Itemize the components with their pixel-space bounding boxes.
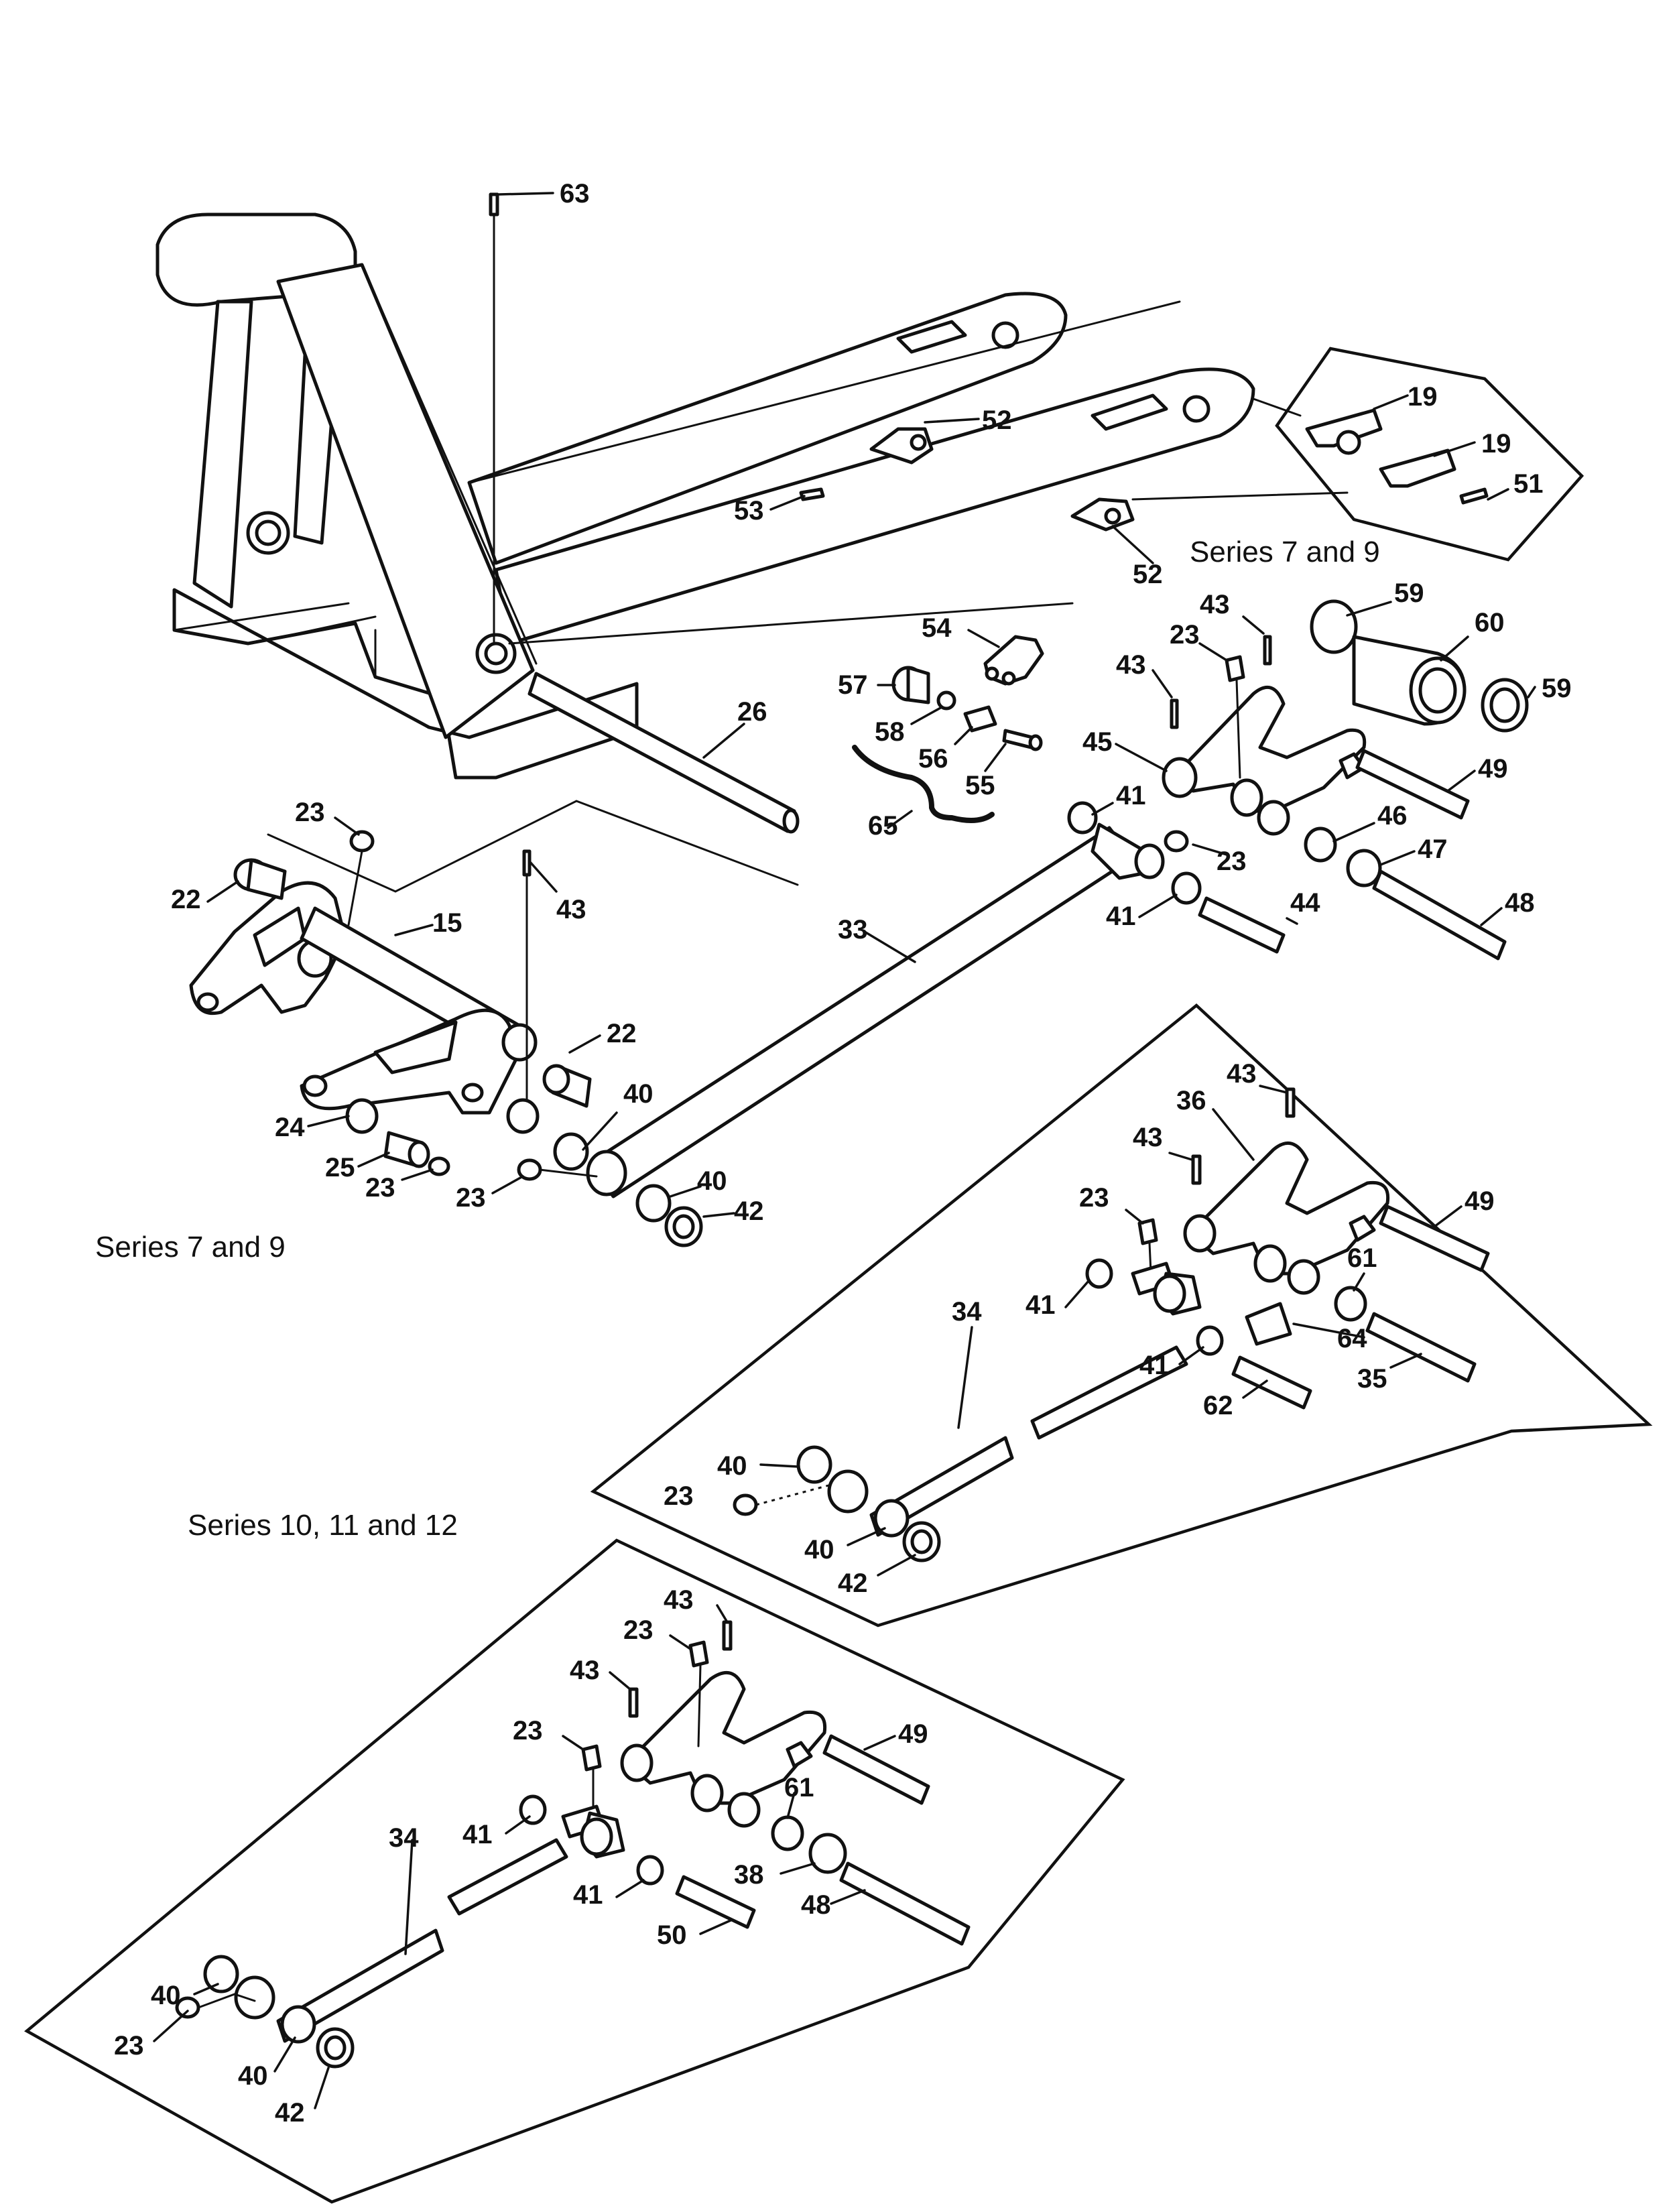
callout-46: 46 — [1377, 801, 1408, 831]
callout-48: 48 — [801, 1890, 831, 1920]
callout-41: 41 — [462, 1820, 493, 1849]
callout-40: 40 — [238, 2061, 268, 2091]
callout-40: 40 — [151, 1981, 181, 2010]
callout-59: 59 — [1394, 578, 1424, 608]
caption-series-7-9-top: Series 7 and 9 — [1190, 536, 1380, 568]
callout-41: 41 — [573, 1880, 603, 1910]
callout-60: 60 — [1475, 608, 1505, 637]
callout-15: 15 — [432, 908, 462, 938]
callout-26: 26 — [737, 697, 767, 727]
pump-link-upper — [1067, 599, 1529, 961]
callout-41: 41 — [1025, 1290, 1056, 1320]
callout-40: 40 — [804, 1535, 834, 1564]
callout-65: 65 — [868, 811, 898, 841]
callout-62: 62 — [1203, 1391, 1233, 1420]
callout-40: 40 — [697, 1166, 727, 1196]
callout-43: 43 — [664, 1585, 694, 1615]
callout-57: 57 — [838, 670, 868, 700]
callout-23: 23 — [1079, 1183, 1109, 1213]
callout-53: 53 — [734, 496, 764, 526]
callout-19: 19 — [1408, 382, 1438, 412]
callout-50: 50 — [657, 1920, 687, 1950]
callout-51: 51 — [1513, 469, 1544, 499]
callout-61: 61 — [784, 1773, 814, 1802]
callout-24: 24 — [275, 1113, 305, 1142]
callout-49: 49 — [1465, 1186, 1495, 1216]
callout-41: 41 — [1116, 781, 1146, 810]
pedal-assembly — [189, 800, 799, 1181]
callout-43: 43 — [1133, 1123, 1163, 1152]
caption-series-7-9-left: Series 7 and 9 — [95, 1231, 286, 1264]
callout-42: 42 — [734, 1196, 764, 1226]
callout-55: 55 — [965, 771, 995, 800]
callout-47: 47 — [1418, 835, 1448, 864]
callout-43: 43 — [1116, 650, 1146, 680]
callout-44: 44 — [1290, 888, 1320, 918]
callout-22: 22 — [171, 885, 201, 914]
callout-59: 59 — [1542, 674, 1572, 703]
callout-23: 23 — [295, 798, 325, 827]
link-assembly-54-58 — [852, 635, 1044, 823]
callout-49: 49 — [898, 1719, 928, 1749]
callout-43: 43 — [570, 1656, 600, 1685]
callout-52: 52 — [982, 406, 1012, 435]
callout-48: 48 — [1505, 888, 1535, 918]
callout-64: 64 — [1337, 1324, 1367, 1353]
pallet-truck-frame — [156, 192, 1349, 834]
callout-63: 63 — [560, 179, 590, 208]
callout-41: 41 — [1106, 902, 1136, 931]
inset-series-10-11-12-bottom — [24, 1538, 1125, 2204]
callout-23: 23 — [1170, 620, 1200, 650]
callout-49: 49 — [1478, 754, 1508, 784]
callout-54: 54 — [922, 613, 952, 643]
callout-23: 23 — [1217, 847, 1247, 876]
callout-58: 58 — [875, 717, 905, 747]
callout-42: 42 — [838, 1569, 868, 1598]
callout-34: 34 — [389, 1823, 419, 1853]
callout-43: 43 — [1227, 1059, 1257, 1089]
callout-40: 40 — [623, 1079, 654, 1109]
callout-43: 43 — [556, 895, 586, 924]
callout-23: 23 — [456, 1183, 486, 1213]
leader-lines — [153, 192, 1536, 2109]
callout-33: 33 — [838, 915, 868, 944]
callout-23: 23 — [623, 1615, 654, 1645]
callout-38: 38 — [734, 1860, 764, 1890]
callout-22: 22 — [607, 1019, 637, 1048]
callout-36: 36 — [1176, 1086, 1206, 1115]
callout-40: 40 — [717, 1451, 747, 1481]
callout-34: 34 — [952, 1297, 982, 1327]
callout-23: 23 — [513, 1716, 543, 1745]
callout-43: 43 — [1200, 590, 1230, 619]
torsion-bar-33 — [553, 822, 1165, 1247]
callout-23: 23 — [664, 1481, 694, 1511]
callout-45: 45 — [1082, 727, 1113, 757]
inset-series-10-11-12-middle — [590, 1003, 1653, 1627]
callout-61: 61 — [1347, 1243, 1377, 1273]
callout-52: 52 — [1133, 560, 1163, 589]
callout-35: 35 — [1357, 1364, 1387, 1394]
callout-41: 41 — [1139, 1351, 1170, 1380]
caption-series-10-11-12: Series 10, 11 and 12 — [188, 1509, 458, 1542]
callout-56: 56 — [918, 744, 948, 774]
callout-23: 23 — [365, 1173, 395, 1203]
captions: Series 7 and 9 Series 7 and 9 Series 10,… — [95, 536, 1380, 1542]
callout-42: 42 — [275, 2098, 305, 2128]
callout-23: 23 — [114, 2031, 144, 2061]
callout-19: 19 — [1481, 429, 1511, 458]
callout-25: 25 — [325, 1153, 355, 1182]
inset-roller-detail — [1275, 347, 1584, 562]
callout-numbers: 63 52 52 53 19 19 51 26 54 57 58 56 55 6… — [114, 179, 1572, 2128]
